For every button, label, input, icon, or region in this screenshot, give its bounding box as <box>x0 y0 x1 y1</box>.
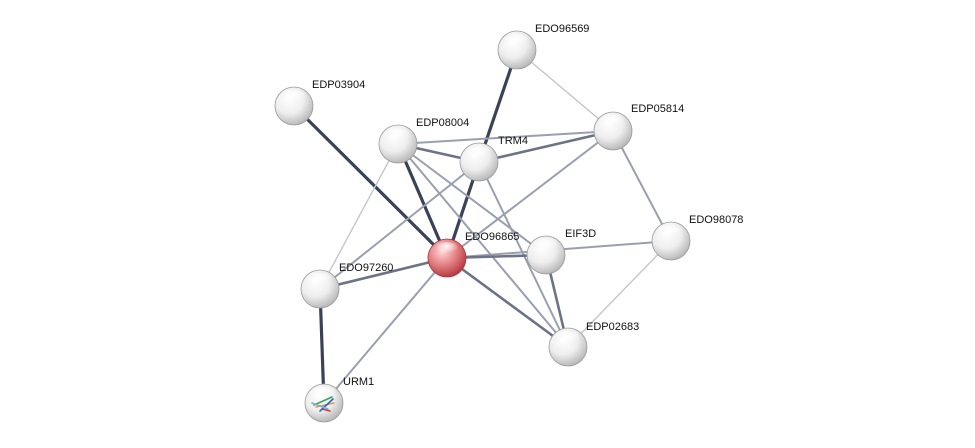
node-highlight <box>467 146 491 160</box>
node-highlight <box>534 239 558 253</box>
node-trm4[interactable]: TRM4 <box>460 135 528 181</box>
edges-layer <box>294 50 671 403</box>
node-highlight <box>386 128 410 142</box>
node-label-edp08004: EDP08004 <box>416 117 469 129</box>
node-highlight <box>556 331 580 345</box>
node-highlight <box>282 90 306 104</box>
node-edo96569[interactable]: EDO96569 <box>498 23 589 69</box>
node-edo98078[interactable]: EDO98078 <box>652 214 743 260</box>
node-urm1[interactable]: URM1 <box>305 376 374 422</box>
nodes-layer: EDO96569EDP03904EDP05814EDP08004TRM4EDO9… <box>275 23 743 422</box>
node-highlight <box>435 242 459 256</box>
node-highlight <box>659 225 683 239</box>
node-label-trm4: TRM4 <box>498 135 528 147</box>
node-label-edp02683: EDP02683 <box>586 321 639 333</box>
node-highlight <box>505 34 529 48</box>
node-edp05814[interactable]: EDP05814 <box>594 103 684 150</box>
node-label-edo97260: EDO97260 <box>339 262 393 274</box>
node-label-edp03904: EDP03904 <box>312 79 365 91</box>
node-eif3d[interactable]: EIF3D <box>527 228 596 274</box>
node-label-edo96865: EDO96865 <box>465 231 519 243</box>
node-edo97260[interactable]: EDO97260 <box>301 262 393 308</box>
node-highlight <box>308 273 332 287</box>
node-label-edo98078: EDO98078 <box>689 214 743 226</box>
node-label-edp05814: EDP05814 <box>631 103 684 115</box>
node-label-urm1: URM1 <box>343 376 374 388</box>
node-label-eif3d: EIF3D <box>565 228 596 240</box>
node-highlight <box>601 115 625 129</box>
node-edp03904[interactable]: EDP03904 <box>275 79 365 125</box>
node-label-edo96569: EDO96569 <box>535 23 589 35</box>
